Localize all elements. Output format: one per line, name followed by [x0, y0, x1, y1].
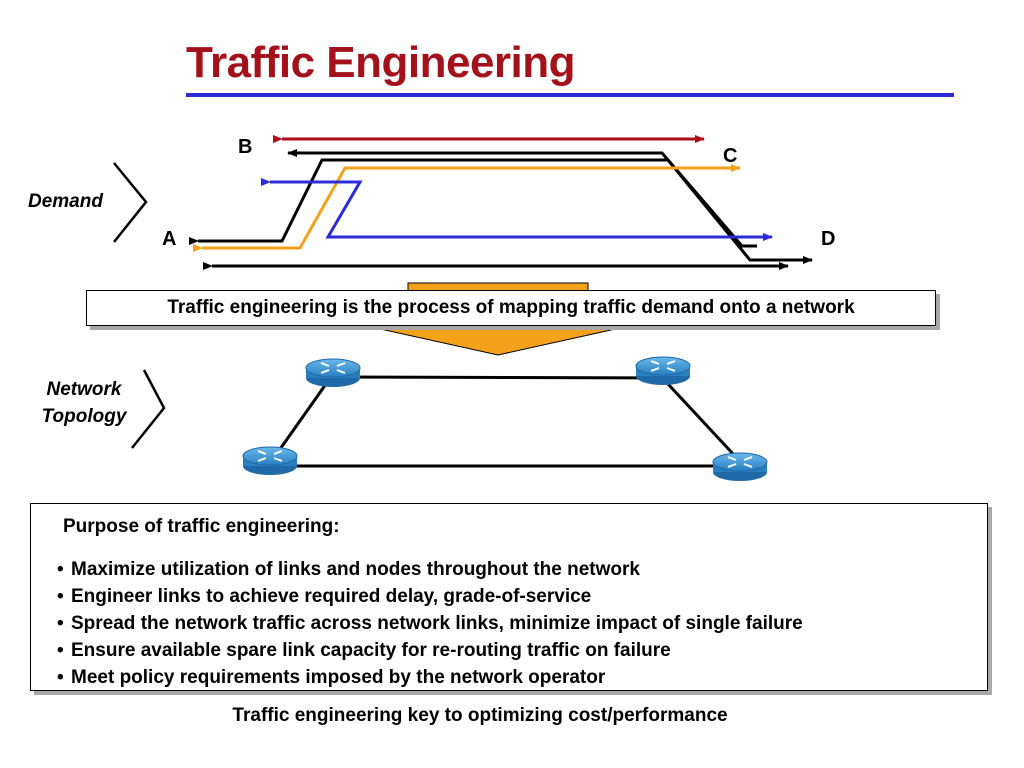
list-item-text: Ensure available spare link capacity for…	[71, 640, 671, 661]
node-label-a: A	[162, 228, 177, 250]
list-item: • Meet policy requirements imposed by the…	[57, 664, 803, 691]
bullet-icon: •	[57, 559, 64, 580]
title-underline	[186, 93, 954, 97]
purpose-heading: Purpose of traffic engineering:	[63, 516, 340, 537]
bullet-icon: •	[57, 586, 64, 607]
topology-label-line2: Topology	[41, 406, 127, 427]
list-item-text: Spread the network traffic across networ…	[71, 613, 803, 634]
list-item-text: Maximize utilization of links and nodes …	[71, 559, 640, 580]
node-label-d: D	[821, 228, 836, 250]
list-item: • Maximize utilization of links and nodes…	[57, 556, 803, 583]
node-label-b: B	[238, 136, 253, 158]
bullet-icon: •	[57, 613, 64, 634]
purpose-box: Purpose of traffic engineering: • Maximiz…	[30, 503, 988, 691]
list-item: • Ensure available spare link capacity fo…	[57, 637, 803, 664]
bullet-icon: •	[57, 640, 64, 661]
demand-label: Demand	[28, 191, 103, 212]
mapping-funnel	[375, 282, 621, 356]
demand-black-path-upper	[189, 158, 813, 264]
list-item: • Spread the network traffic across netwo…	[57, 610, 803, 637]
purpose-list: • Maximize utilization of links and nodes…	[57, 556, 803, 691]
footer-caption: Traffic engineering key to optimizing co…	[232, 705, 728, 726]
router-icon	[242, 446, 298, 475]
router-icon	[712, 452, 768, 481]
page-title: Traffic Engineering	[186, 38, 576, 87]
demand-brace-icon	[113, 162, 148, 243]
router-icon	[635, 356, 691, 385]
topology-label: Network Topology	[30, 376, 138, 430]
demand-blue-path	[261, 178, 773, 241]
list-item-text: Engineer links to achieve required delay…	[71, 586, 592, 607]
node-label-c: C	[723, 145, 738, 167]
topology-label-line1: Network	[46, 379, 122, 400]
definition-callout: Traffic engineering is the process of ma…	[86, 290, 936, 326]
list-item: • Engineer links to achieve required dela…	[57, 583, 803, 610]
bullet-icon: •	[57, 667, 64, 688]
topology-links	[276, 375, 737, 468]
router-icon	[305, 358, 361, 387]
topology-brace-icon	[131, 369, 166, 449]
list-item-text: Meet policy requirements imposed by the …	[71, 667, 606, 688]
